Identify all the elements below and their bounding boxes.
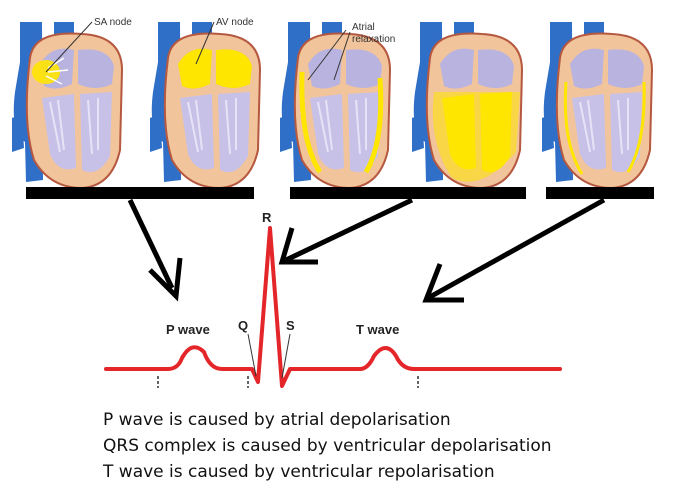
q-leader-line (247, 333, 257, 377)
heart-panel-ventricular-repolarisation (541, 21, 653, 189)
sa-node-leader-line (45, 21, 93, 73)
sa-node-label: SA node (94, 17, 132, 28)
bar-qrs-group (290, 187, 526, 199)
heart-panel-av-node (149, 21, 261, 189)
caption-p-wave: P wave is caused by atrial depolarisatio… (103, 410, 451, 430)
s-label: S (286, 318, 295, 333)
arrow-to-r-peak (278, 197, 414, 265)
caption-list: P wave is caused by atrial depolarisatio… (103, 407, 693, 485)
arrow-to-p-wave (127, 198, 183, 302)
bar-p-wave-group (26, 187, 254, 199)
av-node-leader-line (195, 21, 215, 65)
atrial-relaxation-leader-line-left (307, 29, 347, 81)
arrow-to-t-wave (422, 197, 606, 303)
heart-panel-atrial-relaxation (279, 21, 391, 189)
q-label: Q (238, 318, 248, 333)
cardiac-conduction-diagram: SA node AV node Atrial relaxation P wave… (11, 17, 654, 388)
atrial-relaxation-leader-line-right (333, 31, 351, 81)
ecg-trace (104, 226, 562, 388)
av-node-label: AV node (216, 17, 254, 28)
bar-t-wave-group (546, 187, 654, 199)
atrial-relaxation-label-line1: Atrial (352, 22, 375, 33)
t-wave-label: T wave (356, 322, 399, 337)
atrial-relaxation-label-line2: relaxation (352, 34, 395, 45)
s-leader-line (281, 333, 291, 379)
heart-panel-ventricular-depolarisation (411, 21, 523, 189)
heart-panel-sa-node (11, 21, 123, 189)
p-wave-label: P wave (166, 322, 210, 337)
r-label: R (262, 210, 272, 225)
caption-qrs-complex: QRS complex is caused by ventricular dep… (103, 436, 552, 456)
caption-t-wave: T wave is caused by ventricular repolari… (103, 462, 495, 482)
